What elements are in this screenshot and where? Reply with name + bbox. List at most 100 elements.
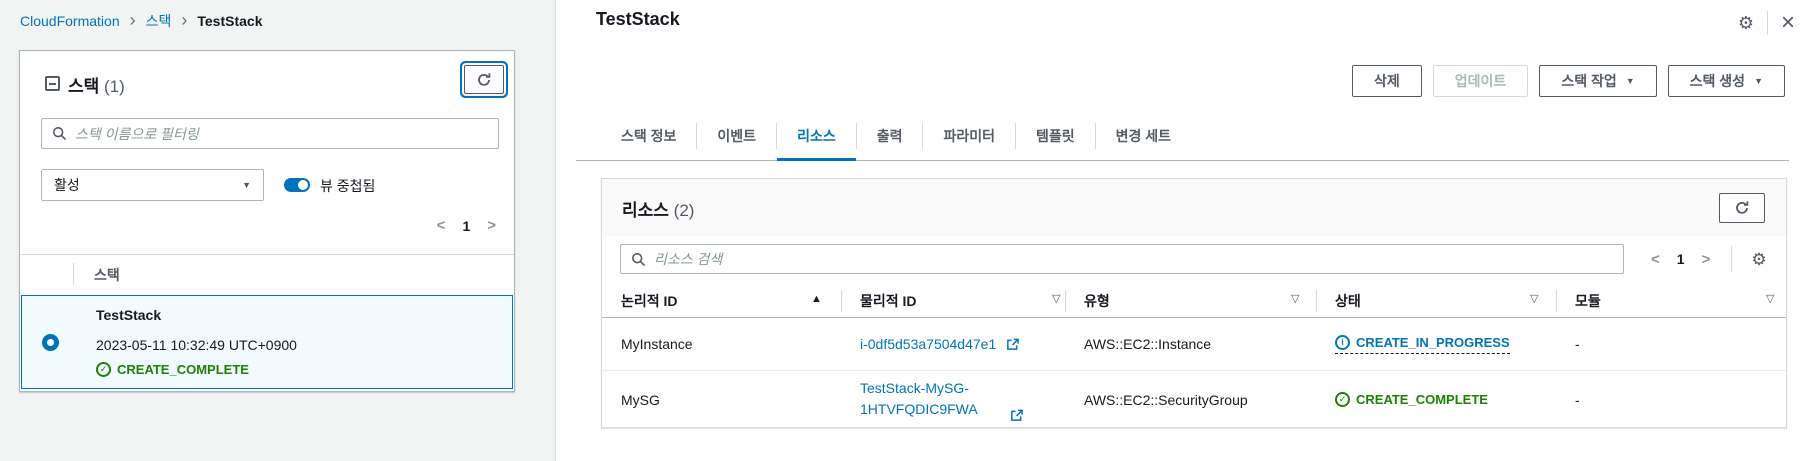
stack-radio[interactable] [42,334,59,351]
check-circle-icon: ✓ [96,362,111,377]
resources-table-header: 논리적 ID ▲ 물리적 ID ▽ 유형 ▽ 상태 ▽ 모듈 ▽ [602,284,1786,318]
stacks-pagination: < 1 > [437,217,496,234]
tab-events[interactable]: 이벤트 [717,128,757,144]
stack-actions-button[interactable]: 스택 작업 ▼ [1539,65,1657,97]
page-number[interactable]: 1 [462,217,471,234]
column-header-module[interactable]: 모듈 [1575,293,1601,309]
tab-divider [855,123,857,149]
physical-id-link[interactable]: i-0df5d53a7504d47e1 [860,336,1020,352]
tab-resources[interactable]: 리소스 [777,112,856,161]
status-badge-complete: ✓ CREATE_COMPLETE [1335,392,1488,407]
tab-change-sets[interactable]: 변경 세트 [1115,128,1172,144]
stack-created-timestamp: 2023-05-11 10:32:49 UTC+0900 [96,337,297,353]
column-divider [841,290,842,312]
sort-desc-icon[interactable]: ▽ [1766,293,1775,305]
stack-action-buttons: 삭제 업데이트 스택 작업 ▼ 스택 생성 ▼ [1352,65,1785,97]
page-number[interactable]: 1 [1676,251,1685,267]
status-badge-in-progress[interactable]: i CREATE_IN_PROGRESS [1335,334,1510,354]
chevron-right-icon: › [181,10,188,30]
stack-filter-box [41,118,499,149]
resources-header [602,179,1786,236]
stacks-sidebar-region: CloudFormation › 스택 › TestStack 스택 (1) [0,0,555,461]
column-header-logical-id[interactable]: 논리적 ID [621,293,678,309]
type-cell: AWS::EC2::Instance [1084,336,1212,352]
search-icon [631,252,646,266]
create-stack-button[interactable]: 스택 생성 ▼ [1667,65,1785,97]
sort-desc-icon[interactable]: ▽ [1530,293,1539,305]
table-row: MyInstance i-0df5d53a7504d47e1 AWS::EC2:… [602,318,1786,371]
tab-divider [1015,123,1016,149]
logical-id-cell: MyInstance [621,336,693,352]
nested-view-label: 뷰 중첩됨 [320,178,376,194]
detail-tabs: 스택 정보 이벤트 리소스 출력 파라미터 템플릿 변경 세트 [576,112,1789,161]
tab-parameters[interactable]: 파라미터 [943,128,995,144]
status-filter-value: 활성 [54,177,80,193]
sort-desc-icon[interactable]: ▽ [1052,293,1061,305]
stacks-panel: 스택 (1) 활성 ▼ 뷰 중첩됨 [19,50,515,392]
stack-filter-input[interactable] [75,125,488,142]
next-page-button[interactable]: > [487,217,496,234]
tab-outputs[interactable]: 출력 [876,128,903,144]
breadcrumb-current: TestStack [197,13,263,29]
resources-count: (2) [673,201,695,220]
stacks-count: (1) [104,77,125,96]
resources-toolbar: < 1 > ⚙ [620,244,1768,274]
chevron-down-icon: ▼ [1754,76,1763,86]
prev-page-button[interactable]: < [1651,250,1660,268]
close-panel-button[interactable]: × [1780,9,1795,36]
tab-divider [776,123,778,149]
divider [73,263,74,285]
settings-gear-button[interactable]: ⚙ [1737,13,1754,33]
physical-id-link[interactable]: TestStack-MySG-1HTVFQDIC9FWA [860,378,1023,422]
stack-row-teststack[interactable]: TestStack 2023-05-11 10:32:49 UTC+0900 ✓… [21,295,513,389]
stacks-column-header: 스택 [94,267,120,283]
sort-desc-icon[interactable]: ▽ [1291,293,1300,305]
stack-detail-panel: TestStack ⚙ × 삭제 업데이트 스택 작업 ▼ 스택 생성 ▼ 스택… [555,0,1805,461]
resources-refresh-button[interactable] [1719,193,1765,223]
search-icon [52,126,67,141]
stack-status-badge: ✓ CREATE_COMPLETE [96,362,249,377]
panel-top-icons: ⚙ × [1738,11,1795,35]
collapse-panel-icon[interactable] [45,76,60,91]
breadcrumb: CloudFormation › 스택 › TestStack [20,11,262,31]
stack-status-filter-select[interactable]: 활성 ▼ [41,169,264,201]
resources-container: 리소스 (2) < 1 > [601,178,1787,428]
column-header-physical-id[interactable]: 물리적 ID [860,293,917,309]
info-circle-icon: i [1335,334,1350,350]
tab-stack-info[interactable]: 스택 정보 [621,128,677,144]
tab-divider [1094,123,1096,149]
resources-title: 리소스 (2) [622,201,695,220]
table-settings-button[interactable]: ⚙ [1751,249,1767,269]
tab-divider [696,123,698,149]
external-link-icon [1007,338,1020,350]
breadcrumb-link-cloudformation[interactable]: CloudFormation [20,13,120,29]
refresh-icon [1736,201,1749,214]
table-row: MySG TestStack-MySG-1HTVFQDIC9FWA AWS::E… [602,371,1786,428]
sort-asc-icon[interactable]: ▲ [811,293,822,305]
column-divider [1556,290,1557,312]
next-page-button[interactable]: > [1701,250,1711,268]
divider [1766,11,1768,35]
type-cell: AWS::EC2::SecurityGroup [1084,391,1248,408]
divider [1731,246,1733,272]
resources-pagination: < 1 > [1651,251,1710,268]
column-header-status[interactable]: 상태 [1335,293,1361,309]
breadcrumb-link-stacks[interactable]: 스택 [145,13,172,29]
resource-search-input[interactable] [654,251,1613,267]
column-header-type[interactable]: 유형 [1084,293,1110,309]
stacks-refresh-button[interactable] [464,65,504,94]
toggle-knob [298,180,308,190]
nested-view-toggle[interactable] [284,178,310,192]
chevron-down-icon: ▼ [1625,76,1635,86]
tab-template[interactable]: 템플릿 [1036,128,1075,144]
chevron-right-icon: › [129,10,136,30]
column-divider [1065,290,1066,312]
column-divider [1316,290,1317,312]
delete-button[interactable]: 삭제 [1352,65,1422,97]
chevron-down-icon: ▼ [242,180,251,190]
update-button[interactable]: 업데이트 [1432,65,1529,97]
divider [20,254,514,255]
prev-page-button[interactable]: < [436,217,446,234]
external-link-icon [1011,409,1023,421]
